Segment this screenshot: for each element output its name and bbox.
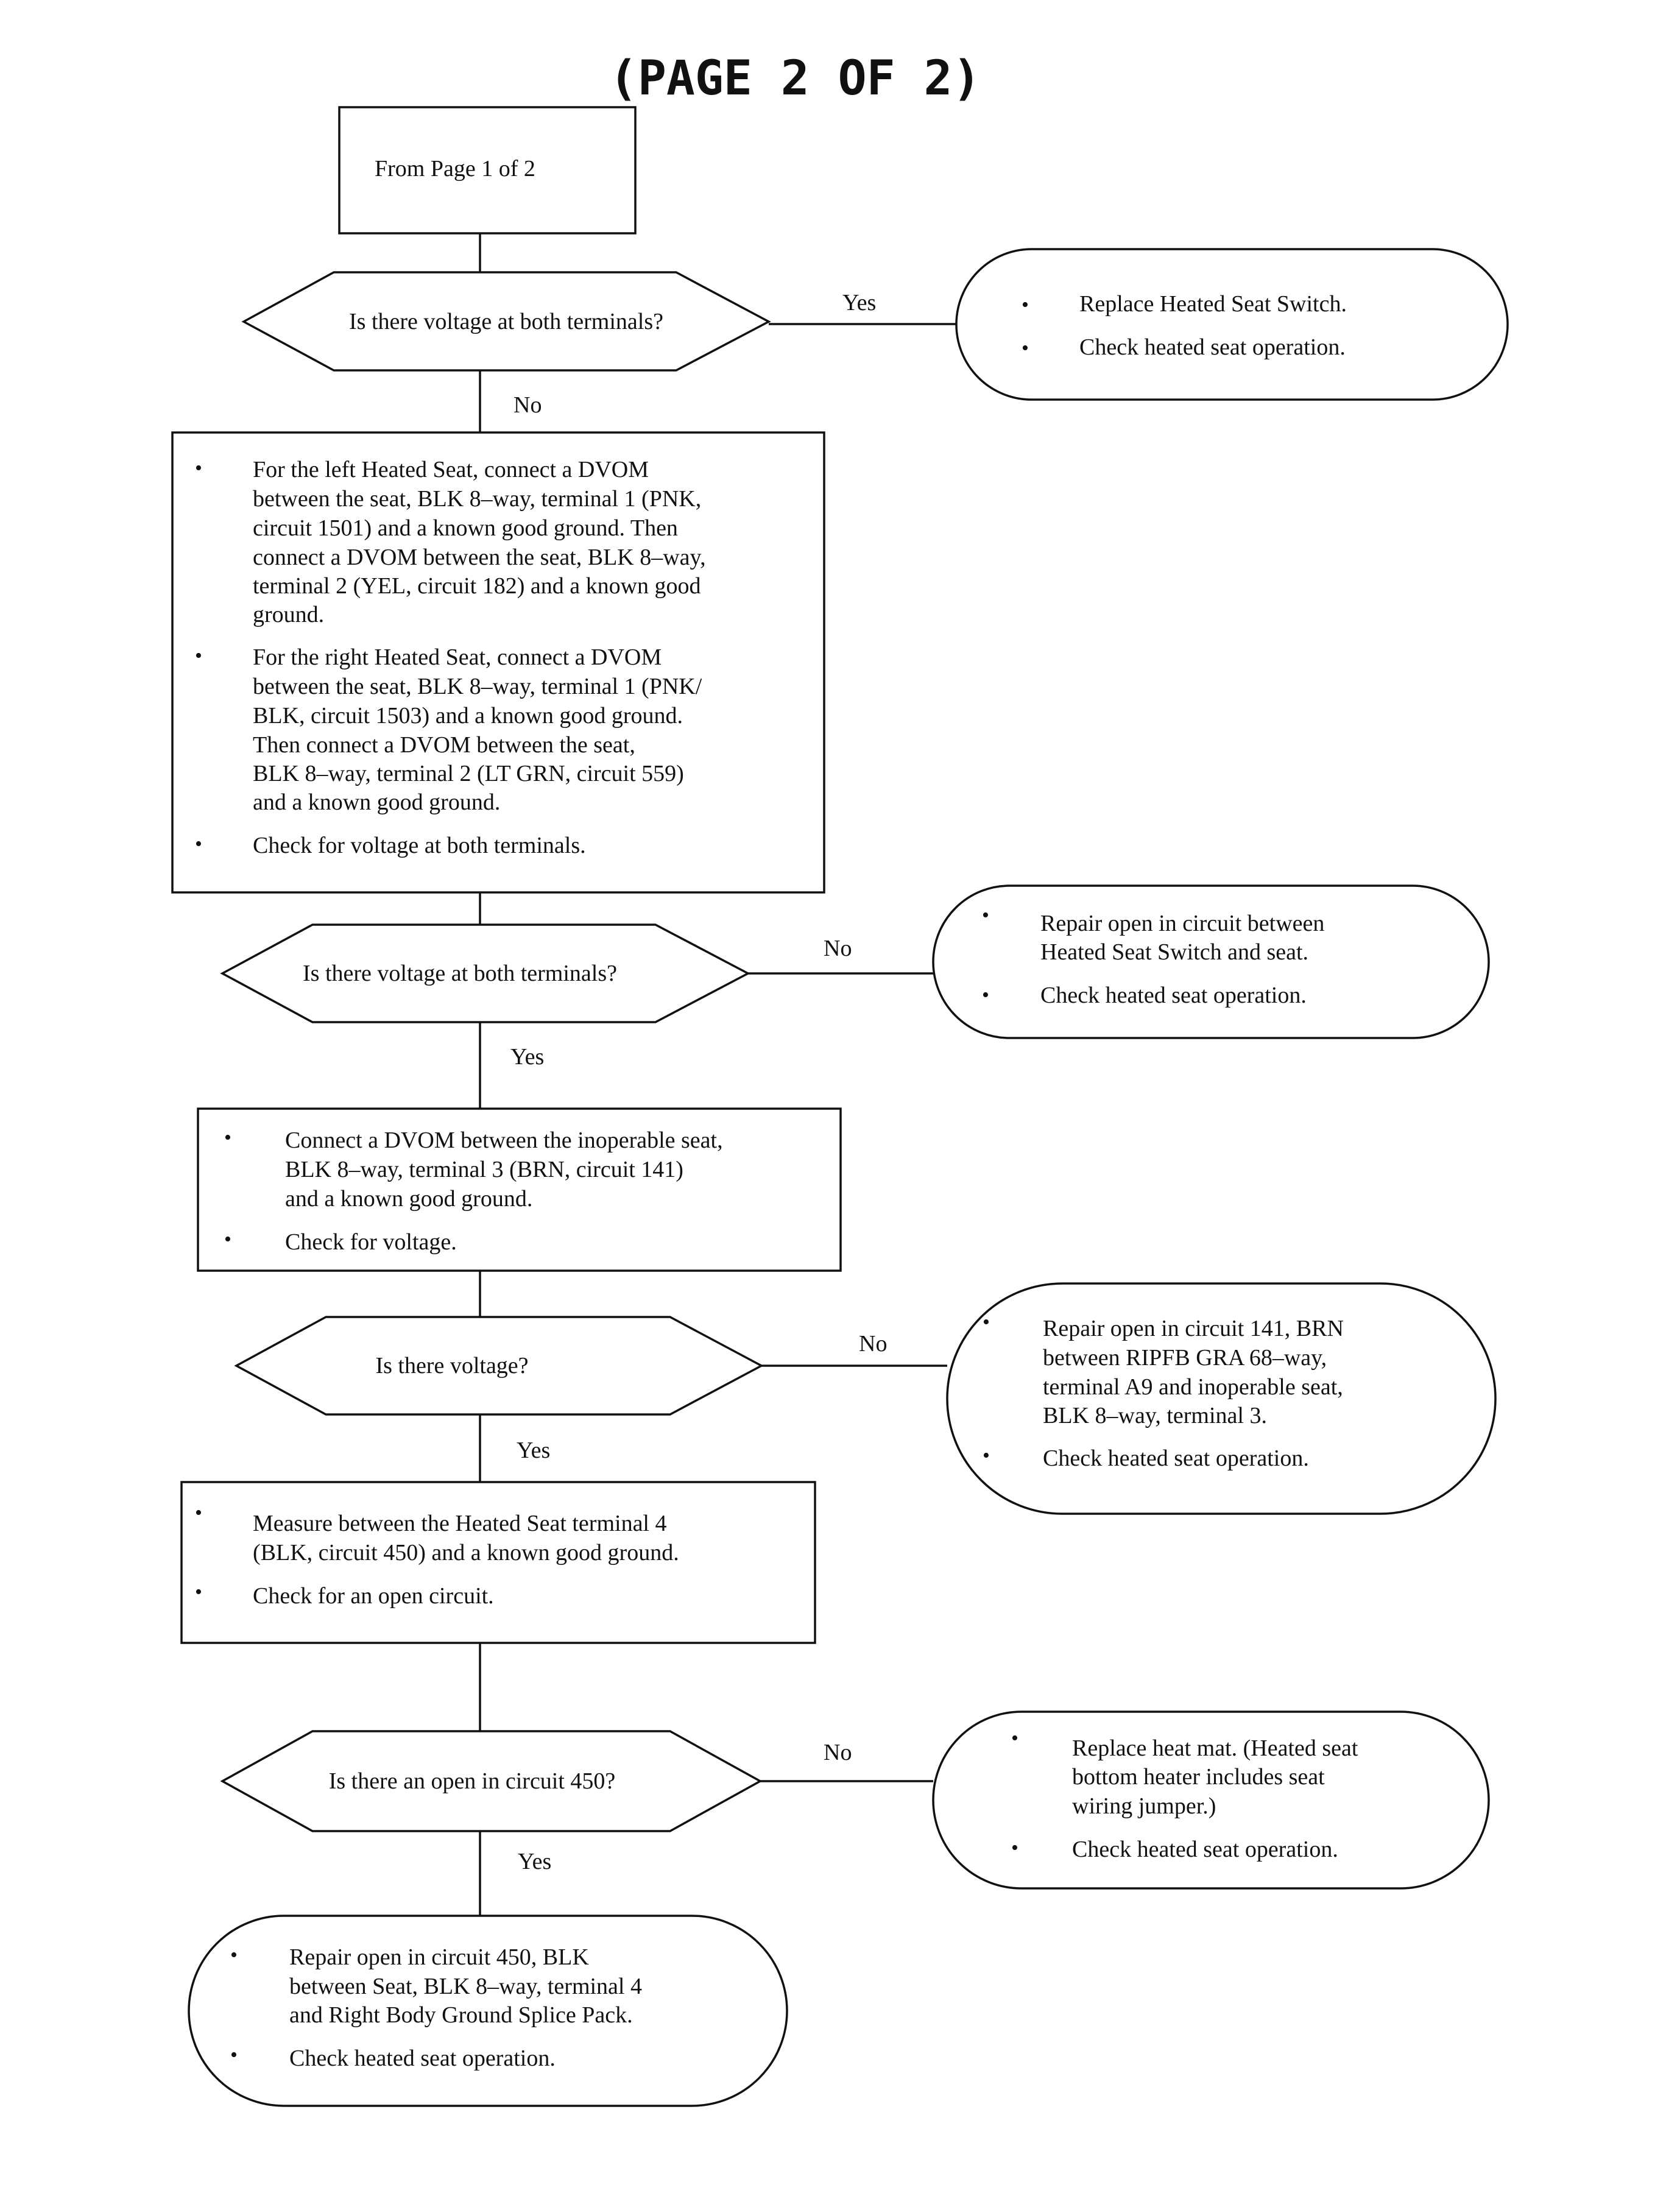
terminal-1-line: Check heated seat operation. (1079, 334, 1346, 360)
svg-text:•: • (983, 1311, 990, 1333)
terminal-3-line: between RIPFB GRA 68–way, (1043, 1345, 1327, 1371)
process-3-line: (BLK, circuit 450) and a known good grou… (253, 1540, 679, 1566)
svg-text:•: • (982, 904, 989, 927)
process-1-line: For the right Heated Seat, connect a DVO… (253, 644, 662, 670)
process-1-line: between the seat, BLK 8–way, terminal 1 … (253, 674, 702, 699)
terminal-repair-switch-circuit (932, 884, 1490, 1039)
process-1-line: ground. (253, 602, 324, 627)
process-1-line: connect a DVOM between the seat, BLK 8–w… (253, 545, 706, 570)
svg-text:•: • (230, 2044, 238, 2066)
process-1-line: circuit 1501) and a known good ground. T… (253, 515, 678, 541)
terminal-5-line: and Right Body Ground Splice Pack. (289, 2002, 633, 2028)
terminal-5-line: Check heated seat operation. (289, 2046, 556, 2071)
process-1-line: terminal 2 (YEL, circuit 182) and a know… (253, 573, 701, 599)
decision-2-yes-label: Yes (510, 1044, 544, 1070)
terminal-2-text: • Repair open in circuit between Heated … (982, 904, 1324, 1008)
connectors (479, 233, 956, 1916)
process-2-line: Check for voltage. (285, 1229, 457, 1255)
start-box (338, 106, 637, 235)
process-1-line: Check for voltage at both terminals. (253, 833, 586, 858)
start-box-label: From Page 1 of 2 (375, 156, 535, 182)
svg-text:•: • (1011, 1837, 1018, 1859)
decision-1-yes-label: Yes (842, 290, 876, 316)
decision-1-text: Is there voltage at both terminals? (349, 309, 663, 334)
decision-diamond-3 (234, 1316, 764, 1416)
svg-text:•: • (1022, 337, 1029, 359)
process-box-3-text: • Measure between the Heated Seat termin… (195, 1502, 679, 1609)
terminal-4-line: bottom heater includes seat (1072, 1764, 1325, 1790)
svg-text:•: • (195, 457, 202, 479)
decision-4-no-label: No (824, 1740, 852, 1765)
decision-4-yes-label: Yes (518, 1849, 551, 1874)
process-3-line: Check for an open circuit. (253, 1583, 494, 1609)
process-2-line: Connect a DVOM between the inoperable se… (285, 1128, 723, 1153)
terminal-2-line: Repair open in circuit between (1040, 911, 1324, 936)
process-1-line: and a known good ground. (253, 789, 500, 815)
terminal-3-line: terminal A9 and inoperable seat, (1043, 1374, 1343, 1400)
terminal-4-text: • Replace heat mat. (Heated seat bottom … (1011, 1727, 1358, 1862)
terminal-replace-switch (955, 248, 1509, 401)
svg-text:•: • (1022, 294, 1029, 316)
terminal-repair-circuit-141 (946, 1282, 1497, 1515)
process-1-line: Then connect a DVOM between the seat, (253, 732, 635, 758)
terminal-4-line: Check heated seat operation. (1072, 1837, 1338, 1862)
svg-text:•: • (982, 984, 989, 1006)
decision-3-no-label: No (859, 1331, 887, 1357)
terminal-1-line: Replace Heated Seat Switch. (1079, 291, 1347, 317)
process-3-line: Measure between the Heated Seat terminal… (253, 1511, 667, 1536)
terminal-repair-circuit-450 (188, 1915, 788, 2107)
svg-text:•: • (195, 644, 202, 667)
terminal-4-line: wiring jumper.) (1072, 1793, 1216, 1819)
decision-diamond-2 (220, 923, 750, 1023)
decision-1-no-label: No (514, 392, 542, 418)
terminal-3-line: Repair open in circuit 141, BRN (1043, 1316, 1344, 1341)
process-1-line: BLK, circuit 1503) and a known good grou… (253, 703, 683, 729)
svg-text:•: • (195, 833, 202, 855)
svg-text:•: • (1011, 1727, 1018, 1749)
terminal-2-line: Heated Seat Switch and seat. (1040, 939, 1308, 965)
decision-2-text: Is there voltage at both terminals? (303, 961, 617, 986)
svg-text:•: • (230, 1944, 238, 1966)
terminal-3-line: BLK 8–way, terminal 3. (1043, 1403, 1267, 1428)
svg-text:•: • (983, 1444, 990, 1467)
decision-2-no-label: No (824, 936, 852, 961)
process-box-measure-terminal-3 (197, 1107, 842, 1272)
decision-4-text: Is there an open in circuit 450? (329, 1768, 616, 1794)
terminal-replace-switch-text: • Replace Heated Seat Switch. • Check he… (1022, 291, 1347, 360)
decision-diamond-1 (241, 271, 771, 372)
svg-text:•: • (195, 1502, 202, 1524)
terminal-3-line: Check heated seat operation. (1043, 1446, 1309, 1471)
terminal-5-line: Repair open in circuit 450, BLK (289, 1944, 589, 1970)
terminal-2-line: Check heated seat operation. (1040, 983, 1307, 1008)
process-box-measure-terminal-4 (180, 1481, 816, 1644)
svg-text:•: • (224, 1126, 231, 1149)
terminal-4-line: Replace heat mat. (Heated seat (1072, 1735, 1358, 1761)
process-1-line: For the left Heated Seat, connect a DVOM (253, 457, 649, 482)
svg-text:•: • (224, 1228, 231, 1251)
process-2-line: BLK 8–way, terminal 3 (BRN, circuit 141) (285, 1157, 683, 1182)
process-2-line: and a known good ground. (285, 1186, 532, 1212)
terminal-3-text: • Repair open in circuit 141, BRN betwee… (983, 1311, 1344, 1471)
terminal-5-line: between Seat, BLK 8–way, terminal 4 (289, 1974, 642, 1999)
decision-diamond-4 (220, 1730, 763, 1832)
svg-text:•: • (195, 1581, 202, 1603)
process-box-measure-terminals (171, 431, 825, 894)
decision-3-text: Is there voltage? (375, 1353, 528, 1379)
page-title: (PAGE 2 OF 2) (609, 51, 981, 106)
process-1-line: between the seat, BLK 8–way, terminal 1 … (253, 486, 701, 512)
decision-3-yes-label: Yes (517, 1438, 550, 1463)
process-1-line: BLK 8–way, terminal 2 (LT GRN, circuit 5… (253, 761, 684, 786)
terminal-replace-heat-mat (932, 1710, 1490, 1890)
process-box-2-text: • Connect a DVOM between the inoperable … (224, 1126, 723, 1255)
process-box-1-text: • For the left Heated Seat, connect a DV… (195, 457, 706, 858)
terminal-5-text: • Repair open in circuit 450, BLK betwee… (230, 1944, 642, 2071)
